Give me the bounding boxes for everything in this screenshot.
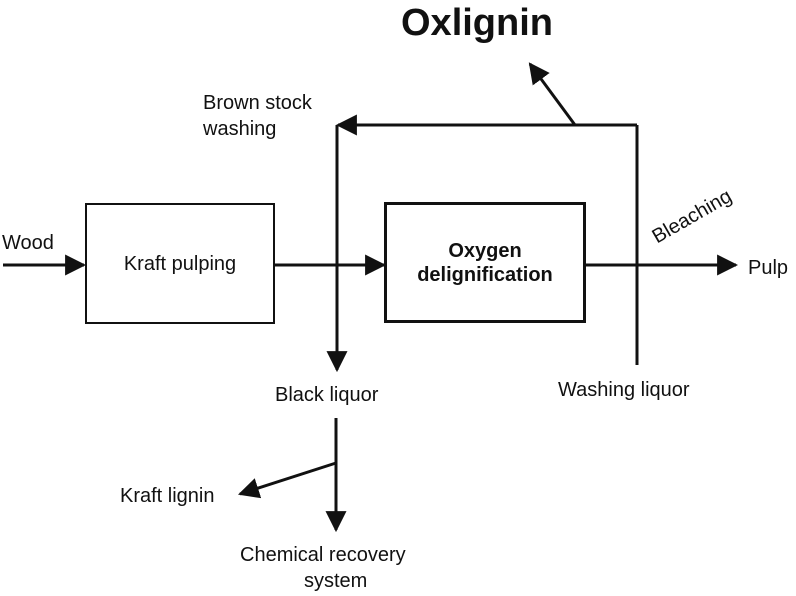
oxygen-delignification-label-line2: delignification [417, 263, 553, 286]
kraft-lignin-arrow [238, 461, 337, 499]
kraft-pulping-box: Kraft pulping [85, 203, 275, 324]
pulp-label: Pulp [748, 257, 789, 279]
black-liquor-label: Black liquor [275, 384, 379, 406]
washing-liquor-label: Washing liquor [558, 379, 690, 401]
oxygen-delignification-box: Oxygen delignification [384, 202, 586, 323]
chemical-recovery-label-line1: Chemical recovery [240, 544, 406, 566]
kraft-lignin-label: Kraft lignin [120, 485, 215, 507]
oxlignin-title: Oxlignin [401, 2, 553, 44]
oxlignin-arrow [528, 62, 577, 126]
brown-stock-washing-label-line1: Brown stock [203, 92, 312, 114]
oxygen-delignification-label-line1: Oxygen [448, 239, 522, 262]
chemical-recovery-label-line2: system [304, 570, 368, 592]
brown-stock-washing-label-line2: washing [203, 118, 277, 140]
kraft-pulping-label: Kraft pulping [123, 252, 237, 275]
wood-label: Wood [2, 232, 54, 254]
